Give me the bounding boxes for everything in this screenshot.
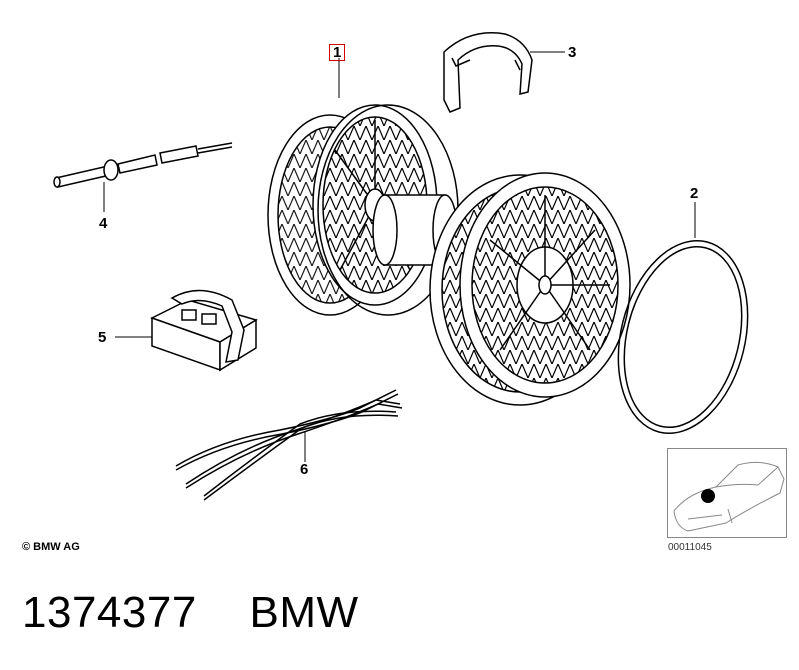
gasket-ring (617, 239, 749, 435)
part-caption: 1374377 BMW (22, 588, 359, 638)
car-outline-icon (673, 461, 785, 532)
callout-4[interactable]: 4 (99, 215, 108, 232)
leader-lines (103, 51, 696, 462)
callout-1[interactable]: 1 (329, 44, 346, 61)
clamp-strap (443, 32, 533, 113)
blower-motor-assembly (267, 104, 631, 406)
part-number: 1374377 (22, 588, 197, 637)
diagram-reference-code: 00011045 (668, 542, 712, 553)
resistor-block (150, 289, 258, 372)
callout-6[interactable]: 6 (300, 461, 309, 478)
copyright-notice: © BMW AG (22, 541, 80, 553)
vehicle-location-inset (667, 448, 787, 538)
callout-3[interactable]: 3 (568, 44, 577, 61)
callout-5[interactable]: 5 (98, 329, 107, 346)
parts-diagram (53, 32, 749, 501)
temperature-sensor (53, 142, 233, 188)
brand-name: BMW (249, 588, 359, 637)
wire-harness (175, 389, 403, 501)
callout-2[interactable]: 2 (690, 185, 699, 202)
